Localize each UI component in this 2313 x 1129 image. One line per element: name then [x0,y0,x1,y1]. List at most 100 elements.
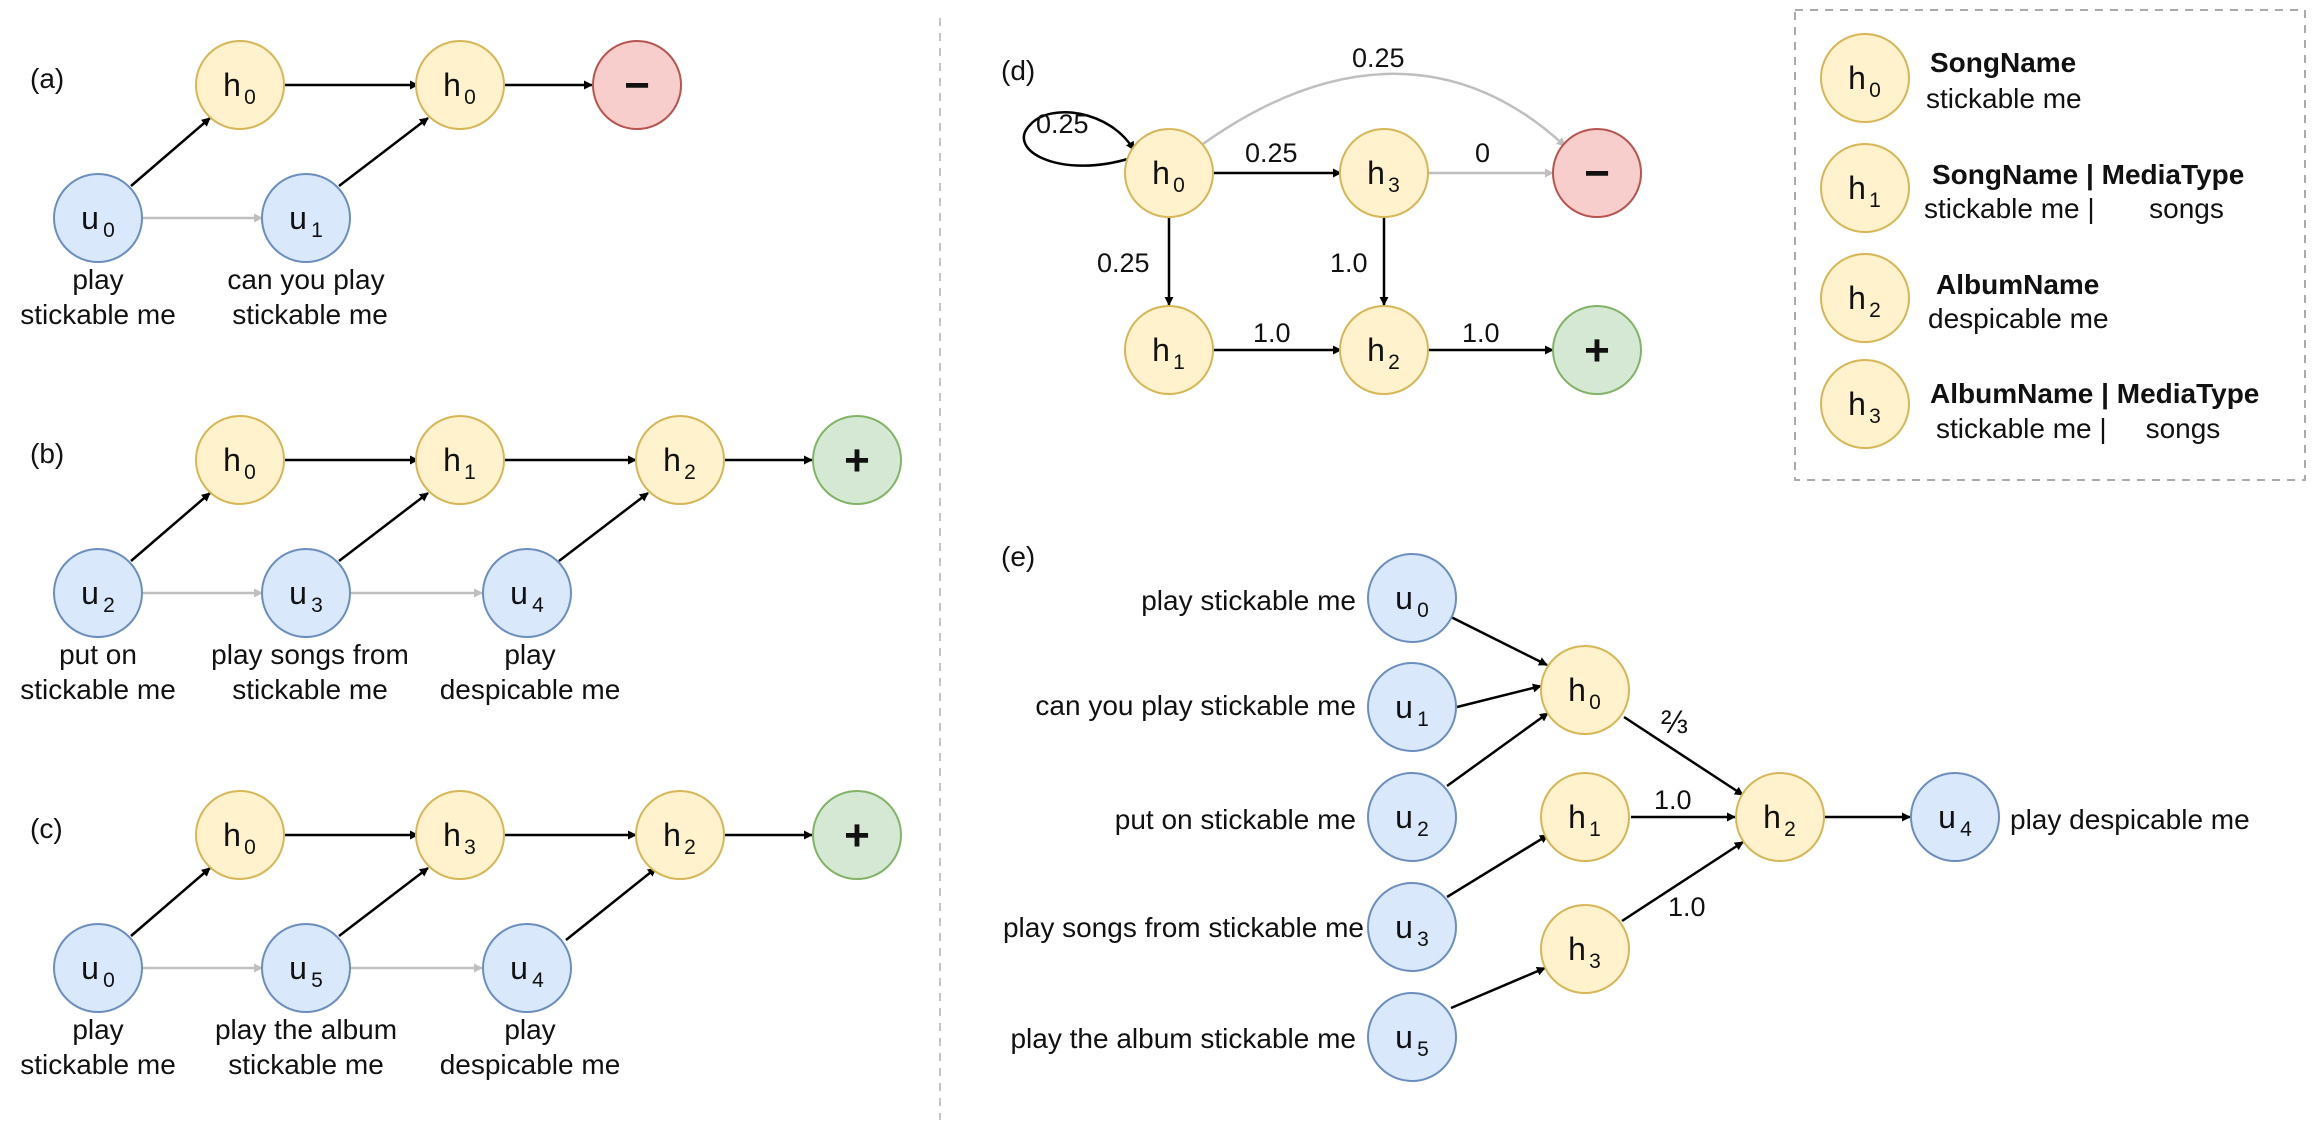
node-letter: h [1848,386,1866,422]
legend-h1-slot: SongName | MediaType [1932,159,2244,190]
legend: h 0 SongName stickable me h 1 SongName |… [1820,33,2259,449]
node-letter: h [1152,332,1170,368]
node-subscript: 5 [311,969,323,992]
positive-sign: + [844,436,870,485]
edge-e-u5-h3 [1450,966,1546,1010]
node-c-h2: h 2 [635,790,725,880]
node-c-u5: u 5 [261,923,351,1013]
legend-entry-h2: h 2 AlbumName despicable me [1820,253,2109,343]
caption-a-u0-line1: play [72,264,123,295]
weight-d-h1-h2: 1.0 [1253,318,1291,348]
panel-e: (e) ⅔ 1.0 1.0 play stickable me can you … [1001,541,2250,1082]
weight-d-self-loop: 0.25 [1036,109,1089,139]
node-e-u4: u 4 [1910,772,2000,862]
caption-c-u4-line2: despicable me [440,1049,621,1080]
node-subscript: 2 [1869,299,1881,322]
node-subscript: 2 [1784,818,1796,841]
node-c-h0: h 0 [195,790,285,880]
node-subscript: 0 [1173,174,1185,197]
caption-a-u0-line2: stickable me [20,299,176,330]
node-e-u1: u 1 [1367,662,1457,752]
node-subscript: 2 [684,461,696,484]
legend-entry-h0: h 0 SongName stickable me [1820,33,2082,123]
node-e-h2: h 2 [1735,772,1825,862]
legend-entry-h3: h 3 AlbumName | MediaType stickable me |… [1820,359,2259,449]
node-a-h0-second: h 0 [415,40,505,130]
node-letter: u [289,575,307,611]
node-b-h0: h 0 [195,415,285,505]
node-letter: h [1848,60,1866,96]
legend-h0-value: stickable me [1926,83,2082,114]
caption-b-u2-line2: stickable me [20,674,176,705]
node-subscript: 3 [1589,950,1601,973]
node-subscript: 1 [1173,351,1185,374]
node-letter: h [443,67,461,103]
caption-c-u4-line1: play [504,1014,555,1045]
positive-sign: + [1584,326,1610,375]
node-a-u0: u 0 [53,173,143,263]
edge-b-u4-h2 [558,492,649,562]
caption-b-u3-line1: play songs from [211,639,409,670]
weight-d-h0-neg: 0.25 [1352,43,1405,73]
node-d-h3: h 3 [1339,128,1429,218]
node-letter: h [1367,332,1385,368]
node-subscript: 3 [464,836,476,859]
utterance-e-u1: can you play stickable me [1035,690,1356,721]
node-subscript: 3 [1388,174,1400,197]
edge-d-h0-self-loop [1022,111,1136,167]
edge-e-u3-h1 [1446,833,1549,899]
legend-h1-value: stickable me | songs [1924,193,2224,224]
node-letter: h [1848,280,1866,316]
caption-b-u3-line2: stickable me [232,674,388,705]
node-subscript: 2 [1417,818,1429,841]
node-letter: u [1395,799,1413,835]
node-c-u0: u 0 [53,923,143,1013]
negative-sign: − [1584,149,1610,198]
edge-e-u0-h0 [1450,615,1548,667]
positive-sign: + [844,811,870,860]
node-subscript: 1 [1589,818,1601,841]
panel-e-label: (e) [1001,541,1035,572]
negative-sign: − [624,61,650,110]
edge-b-u2-h0 [130,492,211,562]
edge-e-h3-h2 [1621,840,1744,923]
node-d-negative: − [1552,128,1642,218]
node-subscript: 1 [464,461,476,484]
node-letter: h [1568,799,1586,835]
node-b-u3: u 3 [261,548,351,638]
node-letter: h [443,442,461,478]
node-b-u4: u 4 [482,548,572,638]
node-letter: u [510,575,528,611]
node-subscript: 0 [464,86,476,109]
utterance-e-u3: play songs from stickable me [1003,912,1364,943]
weight-d-h0-h1: 0.25 [1097,248,1150,278]
caption-c-u5-line1: play the album [215,1014,397,1045]
node-letter: h [1367,155,1385,191]
caption-b-u4-line1: play [504,639,555,670]
panel-b-label: (b) [30,438,64,469]
node-b-u2: u 2 [53,548,143,638]
edge-b-u3-h1 [338,492,429,562]
node-letter: h [663,442,681,478]
node-subscript: 0 [103,219,115,242]
legend-box [1794,9,2306,481]
node-subscript: 0 [1869,79,1881,102]
caption-a-u1-line2: stickable me [232,299,388,330]
legend-h0-slot: SongName [1930,47,2076,78]
node-letter: u [1395,580,1413,616]
weight-d-h0-h3: 0.25 [1245,138,1298,168]
node-letter: h [1848,170,1866,206]
node-subscript: 5 [1417,1038,1429,1061]
node-letter: u [1395,1019,1413,1055]
utterance-e-u0: play stickable me [1141,585,1356,616]
node-d-h2: h 2 [1339,305,1429,395]
weight-e-h1-h2: 1.0 [1654,785,1692,815]
node-letter: h [1763,799,1781,835]
node-c-positive: + [812,790,902,880]
node-letter: u [510,950,528,986]
caption-b-u2-line1: put on [59,639,137,670]
edge-a-u0-h0 [130,117,211,187]
caption-c-u0-line2: stickable me [20,1049,176,1080]
node-letter: u [289,950,307,986]
node-letter: h [663,817,681,853]
